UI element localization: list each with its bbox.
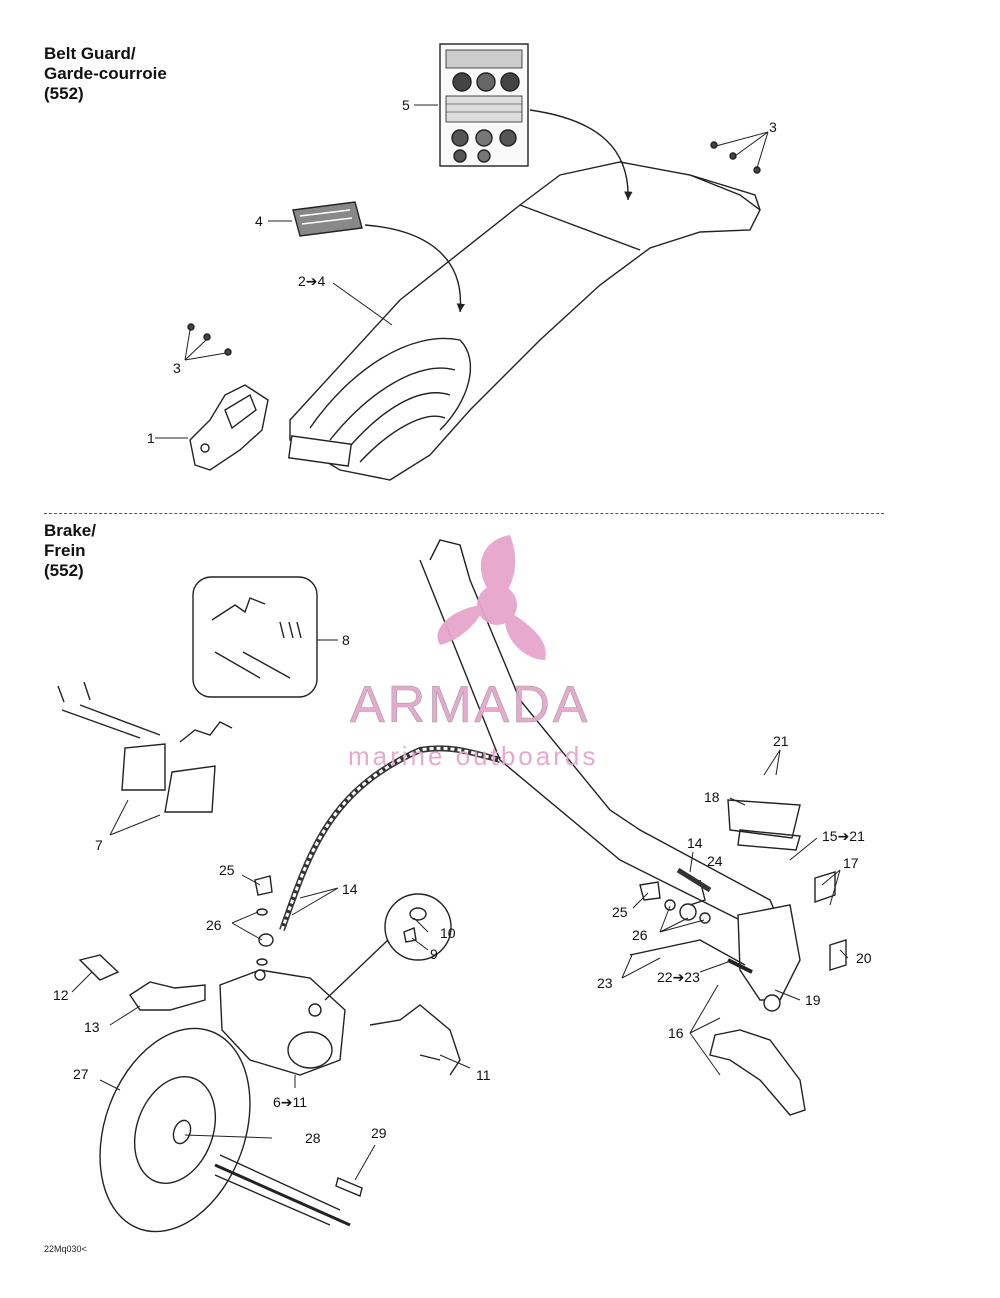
brake-disc-part bbox=[99, 1027, 251, 1233]
callout-19: 19 bbox=[805, 992, 821, 1008]
watermark-tagline-text: marine outboards bbox=[348, 741, 598, 771]
handlebar-part bbox=[429, 539, 786, 936]
bracket-part bbox=[189, 384, 269, 471]
callout-15: 15➔21 bbox=[822, 828, 865, 844]
brake-title: Brake/ Frein (552) bbox=[44, 521, 96, 581]
callout-20: 20 bbox=[856, 950, 872, 966]
decal-badge-part bbox=[292, 201, 363, 237]
callout-1: 1 bbox=[147, 430, 155, 446]
callout-29: 29 bbox=[371, 1125, 387, 1141]
spring-pin-kit-box bbox=[192, 576, 318, 698]
nut-set-part bbox=[187, 141, 761, 356]
belt-guard-title-line2: Garde-courroie bbox=[44, 64, 167, 83]
callout-7: 7 bbox=[95, 837, 103, 853]
watermark-brand-text: ARMADA bbox=[350, 676, 590, 734]
callout-27: 27 bbox=[73, 1066, 89, 1082]
master-cylinder-part bbox=[689, 799, 847, 1012]
belt-guard-body-part bbox=[287, 161, 761, 481]
figure-reference-code: 22Mq030< bbox=[44, 1244, 87, 1254]
propeller-logo-icon bbox=[437, 535, 546, 660]
callout-13: 13 bbox=[84, 1019, 100, 1035]
belt-guard-assembly bbox=[187, 43, 761, 481]
callout-16: 16 bbox=[668, 1025, 684, 1041]
callout-26-right: 26 bbox=[632, 927, 648, 943]
brake-title-line3: (552) bbox=[44, 561, 84, 580]
callout-18: 18 bbox=[704, 789, 720, 805]
brake-pads-part bbox=[57, 681, 233, 813]
callout-10: 10 bbox=[440, 925, 456, 941]
callout-6: 6➔11 bbox=[273, 1094, 307, 1110]
callout-25-left: 25 bbox=[219, 862, 235, 878]
belt-guard-leaders bbox=[155, 104, 769, 439]
callout-4: 4 bbox=[255, 213, 263, 229]
callout-23: 23 bbox=[597, 975, 613, 991]
callout-3-left: 3 bbox=[173, 360, 181, 376]
callout-21: 21 bbox=[773, 733, 789, 749]
brake-lever-part bbox=[709, 1029, 806, 1116]
belt-guard-title: Belt Guard/ Garde-courroie (552) bbox=[44, 44, 167, 104]
callout-28: 28 bbox=[305, 1130, 321, 1146]
callout-labels: 1 2➔4 3 3 4 5 6➔11 7 8 9 10 11 12 13 14 … bbox=[53, 97, 872, 1146]
brake-title-line1: Brake/ bbox=[44, 521, 96, 540]
callout-17: 17 bbox=[843, 855, 859, 871]
brand-watermark: ARMADA marine outboards bbox=[348, 535, 598, 771]
belt-guard-title-line1: Belt Guard/ bbox=[44, 44, 136, 63]
belt-guard-title-line3: (552) bbox=[44, 84, 84, 103]
callout-22: 22➔23 bbox=[657, 969, 700, 985]
callout-2: 2➔4 bbox=[298, 273, 326, 289]
callout-26-left: 26 bbox=[206, 917, 222, 933]
brake-assembly bbox=[57, 539, 847, 1233]
caliper-part bbox=[219, 969, 346, 1076]
callout-8: 8 bbox=[342, 632, 350, 648]
callout-5: 5 bbox=[402, 97, 410, 113]
callout-14-left: 14 bbox=[342, 881, 358, 897]
brake-hose-part bbox=[279, 745, 501, 931]
callout-12: 12 bbox=[53, 987, 69, 1003]
callout-24: 24 bbox=[707, 853, 723, 869]
callout-14-right: 14 bbox=[687, 835, 703, 851]
brake-leaders bbox=[71, 639, 849, 1181]
decal-sheet-part bbox=[439, 43, 529, 167]
brake-title-line2: Frein bbox=[44, 541, 86, 560]
callout-11: 11 bbox=[476, 1067, 491, 1083]
callout-9: 9 bbox=[430, 946, 438, 962]
callout-25-right: 25 bbox=[612, 904, 628, 920]
callout-3-right: 3 bbox=[769, 119, 777, 135]
section-divider bbox=[44, 513, 884, 514]
